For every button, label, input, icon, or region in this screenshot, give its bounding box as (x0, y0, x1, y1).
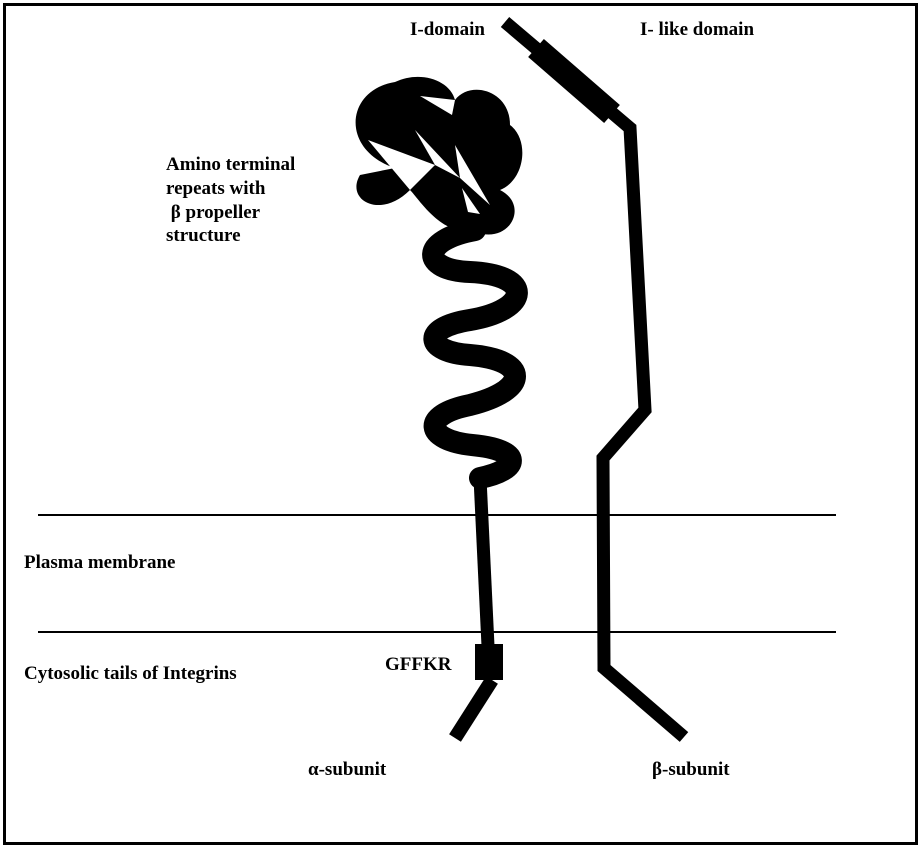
i-like-domain-block (536, 48, 612, 114)
beta-propeller-head (356, 77, 523, 235)
amino-terminal-line-3: β propeller (166, 201, 366, 225)
amino-terminal-line-2: repeats with (166, 177, 366, 201)
amino-terminal-repeats-label: Amino terminal repeats with β propeller … (166, 153, 366, 248)
amino-terminal-line-1: Amino terminal (166, 153, 366, 177)
alpha-subunit-label: α-subunit (308, 758, 386, 782)
beta-subunit-chain (505, 22, 684, 737)
plasma-membrane-label: Plasma membrane (24, 551, 175, 575)
amino-terminal-line-4: structure (166, 224, 366, 248)
i-domain-label: I-domain (410, 18, 485, 42)
i-like-domain-label: I- like domain (640, 18, 754, 42)
gffkr-label: GFFKR (385, 653, 452, 677)
gffkr-motif-box (475, 644, 503, 680)
alpha-subunit-stalk (480, 478, 488, 646)
beta-subunit-label: β-subunit (652, 758, 730, 782)
cytosolic-tails-label: Cytosolic tails of Integrins (24, 662, 237, 686)
alpha-folded-repeats (433, 230, 517, 478)
alpha-cytosolic-tail (455, 680, 492, 738)
